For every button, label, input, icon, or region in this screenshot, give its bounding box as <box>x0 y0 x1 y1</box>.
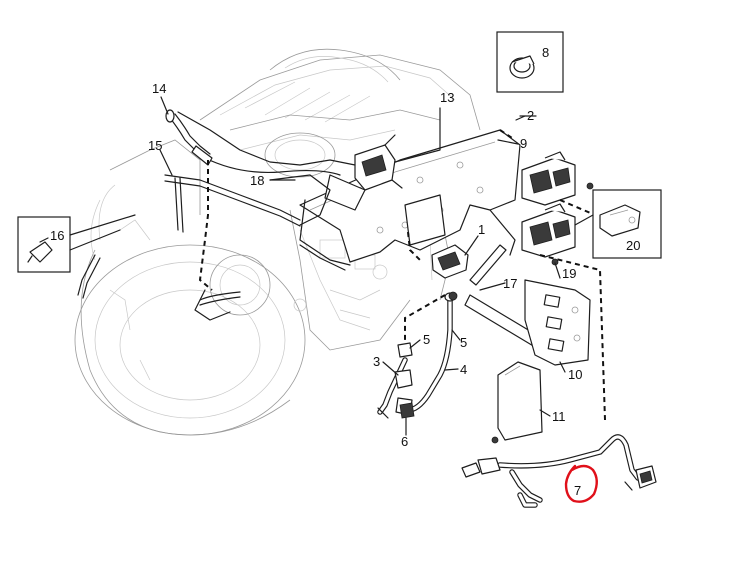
leader-lines <box>159 96 566 436</box>
module-lower <box>521 203 576 258</box>
callout-6[interactable]: 6 <box>401 434 408 449</box>
inset-box-16 <box>17 214 136 273</box>
bracket-15 <box>164 174 301 233</box>
cable-lower-left <box>194 289 241 321</box>
callout-7[interactable]: 7 <box>574 483 581 498</box>
callout-20[interactable]: 20 <box>626 238 640 253</box>
callout-14[interactable]: 14 <box>152 81 166 96</box>
callout-11[interactable]: 11 <box>552 409 566 424</box>
clip-6 <box>399 402 415 419</box>
plate-10 <box>524 258 591 366</box>
callout-2[interactable]: 2 <box>527 108 534 123</box>
inset-box-8 <box>496 31 564 93</box>
callout-17[interactable]: 17 <box>503 276 517 291</box>
callout-19[interactable]: 19 <box>562 266 576 281</box>
lambda-sensor-7 <box>461 434 657 508</box>
bracket-9 <box>299 129 521 263</box>
sensor-13 <box>324 134 403 211</box>
callout-5-upper[interactable]: 5 <box>423 332 430 347</box>
callout-3[interactable]: 3 <box>373 354 380 369</box>
highlight-circle-7 <box>564 464 598 503</box>
bracket-18 <box>269 174 351 271</box>
clip-5-upper <box>397 342 413 358</box>
callout-13[interactable]: 13 <box>440 90 454 105</box>
cover-11 <box>491 361 543 444</box>
strap-17 <box>464 244 546 351</box>
callout-1[interactable]: 1 <box>478 222 485 237</box>
callout-16[interactable]: 16 <box>50 228 64 243</box>
cable-14 <box>165 109 356 176</box>
callout-9[interactable]: 9 <box>520 136 527 151</box>
module-upper <box>521 151 594 206</box>
callout-5-lower[interactable]: 5 <box>460 335 467 350</box>
pipe-4 <box>405 292 456 413</box>
sensor-1 <box>431 244 469 279</box>
callout-10[interactable]: 10 <box>568 367 582 382</box>
callout-18[interactable]: 18 <box>250 173 264 188</box>
callout-15[interactable]: 15 <box>148 138 162 153</box>
inset-box-20 <box>574 189 662 259</box>
clip-5-lower <box>448 291 458 301</box>
callout-4[interactable]: 4 <box>460 362 467 377</box>
callout-8[interactable]: 8 <box>542 45 549 60</box>
